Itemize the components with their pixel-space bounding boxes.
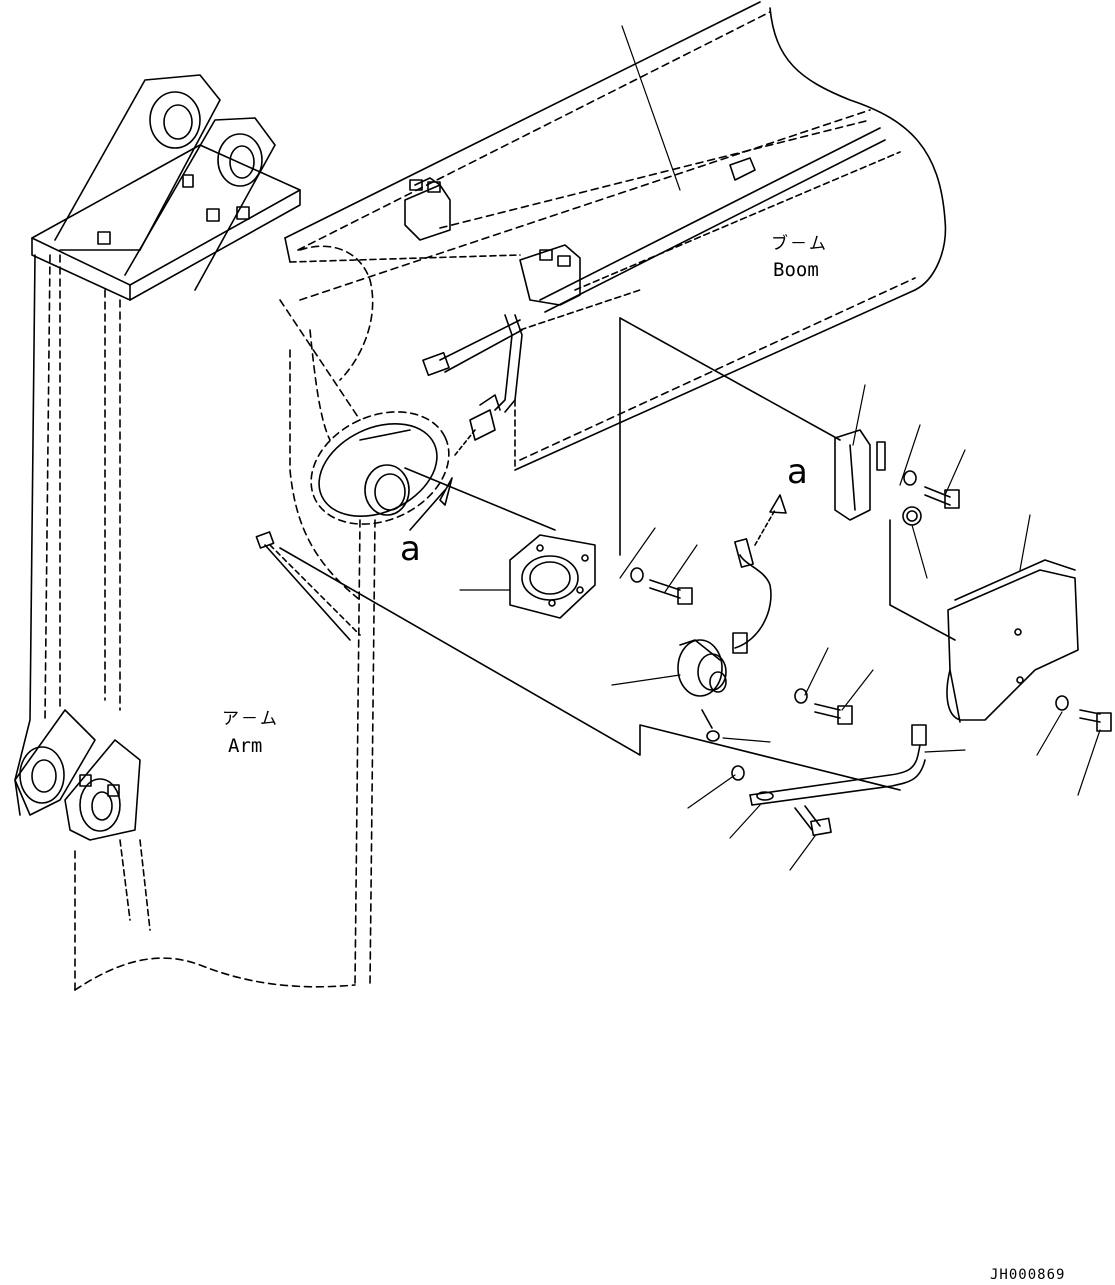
view-marker-a-left: a xyxy=(400,529,421,569)
boom-label-japanese: ブ－ム xyxy=(771,234,828,254)
boom xyxy=(284,1,947,525)
arm-label-japanese: ア－ム xyxy=(222,709,279,729)
arm-label-english: Arm xyxy=(228,735,263,757)
drawing-number: JH000869 xyxy=(990,1267,1066,1283)
boom-label-english: Boom xyxy=(773,259,819,281)
leader-lines xyxy=(459,25,1101,871)
exploded-parts xyxy=(279,25,1112,871)
view-marker-a-right: a xyxy=(787,452,808,492)
arm xyxy=(14,74,376,991)
